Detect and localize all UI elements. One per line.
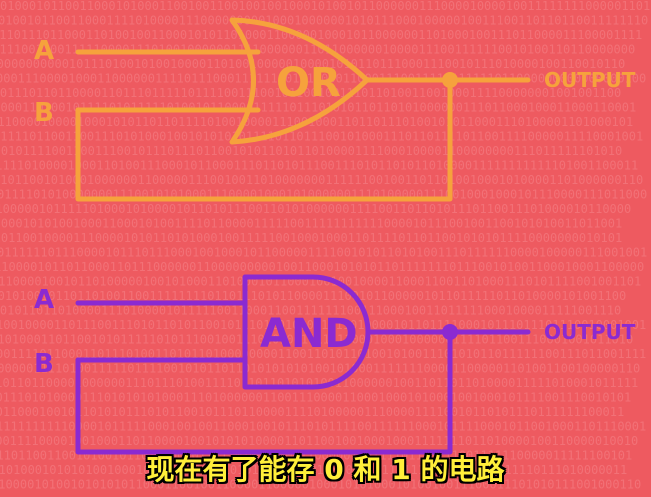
svg-text:011111101110000101110111000100: 0111111011100001011101110001001000101100… — [0, 246, 647, 260]
svg-text:010001011001100010100011001001: 0100010110011000101000110010011001001001… — [0, 0, 650, 13]
svg-text:010010110011000111101000011100: 0100101100110001111010000111000000000100… — [0, 14, 648, 28]
svg-text:001010001101100101011111010111: 0010100011011001010111110101110010011101… — [0, 333, 633, 347]
svg-text:111000010010110100000100101000: 1110000100101101000001001010001101000101… — [0, 275, 641, 289]
or-gate-label: OR — [276, 60, 341, 106]
svg-text:111011101100011010010011000101: 1110111011000110100100110001010110100011… — [0, 28, 642, 42]
or-gate-symbol — [229, 17, 370, 145]
svg-text:110000000000010111010010100100: 1100000000000101110100101001000011010010… — [0, 57, 625, 71]
svg-text:101101011011010000111010000101: 1011010110110100001110100001011111001100… — [0, 304, 621, 318]
and-feedback-junction-dot — [442, 324, 458, 340]
or-input-b-label: B — [34, 98, 54, 128]
and-gate-label: AND — [260, 311, 358, 357]
and-input-a-label: A — [34, 285, 54, 315]
svg-text:011101000101010100100010100111: 0111010001010101001000101001110001101010… — [0, 463, 627, 477]
svg-text:010111010100001110101010100011: 0101110101000011101010101000111010000001… — [0, 391, 631, 405]
svg-text:100001011110011001110010111011: 1000010111100110011100101110111011001010… — [0, 144, 622, 158]
svg-text:010101100100001110000101011010: 0101011001000011100001010110101000100111… — [0, 231, 622, 245]
or-feedback-junction-dot — [442, 72, 458, 88]
svg-text:110000101101100011011100000011: 1100001011011000110111000000110000000001… — [0, 260, 644, 274]
or-input-a-label: A — [34, 36, 54, 66]
and-feedback-loop-wire — [75, 329, 453, 455]
svg-text:011010100101101101001100111111: 0110101001011011010011001111111101101110… — [0, 289, 626, 303]
svg-text:111110110011001110101000100101: 1111101100110011101010001001010101011110… — [0, 130, 643, 144]
and-output-label: OUTPUT — [544, 320, 636, 344]
svg-text:001000010101001000110001010011: 0010000101010010001100010100111101100001… — [0, 217, 622, 231]
svg-text:010110010100010000001100000111: 0101100101000100000011000001110010011010… — [0, 173, 643, 187]
video-subtitle: 现在有了能存 0 和 1 的电路 — [146, 453, 505, 486]
or-output-label: OUTPUT — [544, 68, 636, 92]
svg-text:011100001000010001010110110111: 0111000010000100010101101101111010010000… — [0, 115, 633, 129]
svg-text:111111111100001011111000100100: 1111111111000010111110001001001100010010… — [0, 420, 646, 434]
svg-text:110000101001010101011000110010: 1100001010010101010110001100100110000110… — [0, 478, 641, 492]
svg-text:110110110000100000011101110100: 1101101100001000000111011101001111011011… — [0, 376, 638, 390]
and-latch-circuit — [75, 274, 531, 455]
svg-text:011110100001000110100111000101: 0111101000010001101001110001011000111011… — [0, 159, 638, 173]
svg-text:100100001101110011101011010110: 1001000011011100111010110101100101110110… — [0, 318, 646, 332]
and-input-b-label: B — [34, 349, 54, 379]
svg-text:110011000100101101010111010110: 1100110001001011010101110101100101110110… — [0, 405, 624, 419]
svg-text:010101110110110000110111011111: 0101011101101100001101110111110111100111… — [0, 86, 621, 100]
svg-text:000111100001001000110110000100: 0001111000010010001101100001001010101000… — [0, 434, 638, 448]
and-gate-symbol — [242, 274, 371, 390]
svg-text:011000001011111010001010000101: 0110000010111110100010100001011010111001… — [0, 202, 631, 216]
or-feedback-loop-wire — [75, 77, 453, 202]
svg-text:100000111101001111101111001010: 1000001111010011111011110010101101101010… — [0, 362, 640, 376]
